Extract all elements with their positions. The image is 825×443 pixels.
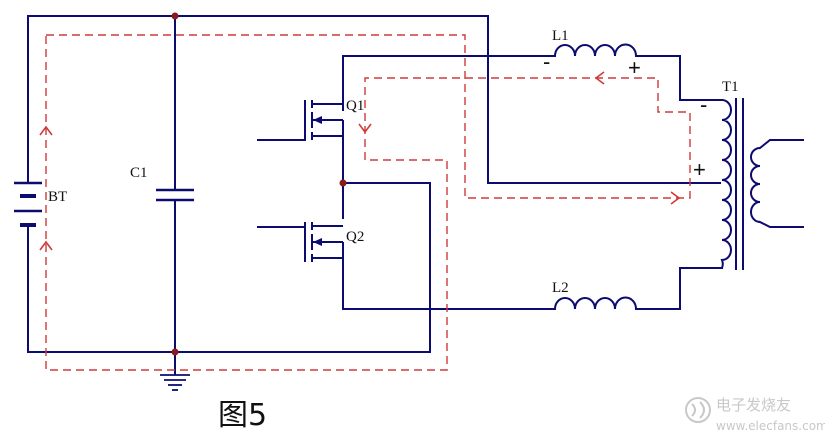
arrow-down-icon: [358, 123, 372, 134]
battery-bt: [14, 181, 42, 227]
junction-nodes: [171, 12, 347, 356]
watermark: 电子发烧友 www.elecfans.com: [685, 396, 825, 433]
inductor-l1-label: L1: [552, 28, 569, 44]
wire-top-bus: [27, 15, 721, 184]
t1-polarity-minus: -: [700, 92, 707, 117]
arrow-up-icon: [39, 125, 53, 136]
watermark-url: www.elecfans.com: [716, 419, 825, 433]
wire-q2-source: [342, 261, 556, 310]
capacitor-c1: [156, 188, 194, 202]
wire-left-lower: [27, 182, 431, 353]
node-bottom: [171, 348, 179, 356]
current-arrows: [39, 71, 681, 251]
node-top: [171, 12, 179, 20]
mosfet-q1-icon: [304, 100, 344, 140]
inductor-l2-label: L2: [552, 280, 569, 296]
battery-label: BT: [48, 189, 67, 205]
mosfet-q2-icon: [304, 222, 344, 262]
current-path: [45, 34, 691, 371]
current-path-outer: [45, 34, 691, 371]
watermark-logo-icon: [685, 397, 711, 423]
mosfet-q1-label: Q1: [346, 98, 364, 114]
transformer-label: T1: [722, 79, 739, 95]
wire-secondary-top: [758, 139, 804, 150]
watermark-brand: 电子发烧友: [716, 396, 791, 414]
ground-icon: [160, 374, 190, 391]
wire-l1-t1: [635, 55, 723, 101]
wire-secondary-bottom: [758, 220, 804, 228]
arrow-right-icon: [670, 191, 681, 205]
inductor-l1-icon: [554, 43, 637, 57]
arrow-up-icon: [39, 240, 53, 251]
wire-q1-drain: [342, 55, 556, 111]
l1-polarity-plus: +: [628, 55, 641, 80]
l1-polarity-minus: -: [543, 49, 550, 74]
node-midpoint: [339, 179, 347, 187]
circuit-wires: [27, 15, 804, 375]
wire-l2-t1: [635, 267, 723, 310]
t1-polarity-plus: +: [693, 157, 706, 182]
mosfet-q2-label: Q2: [346, 229, 364, 245]
inductor-l2-icon: [554, 296, 637, 310]
transformer-t1-icon: [720, 98, 761, 270]
figure-caption: 图5: [218, 398, 267, 433]
arrow-left-icon: [594, 71, 605, 85]
capacitor-label: C1: [130, 165, 148, 181]
